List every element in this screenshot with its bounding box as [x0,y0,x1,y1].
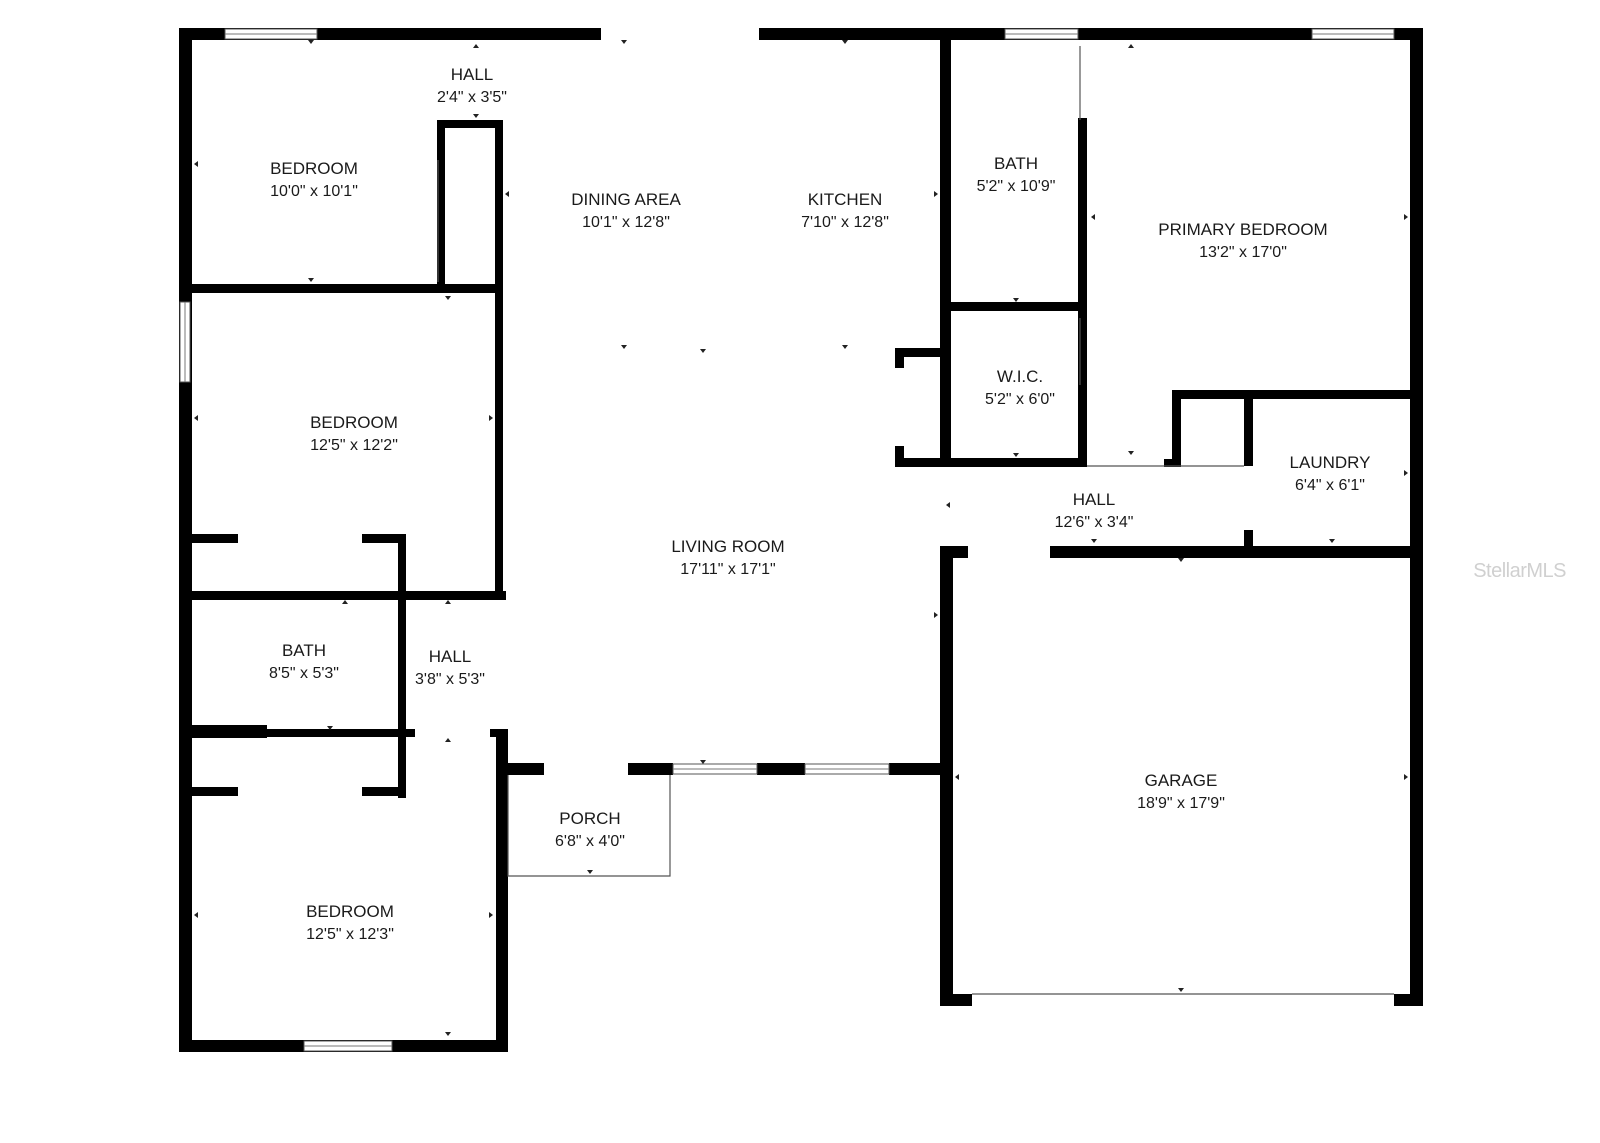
room-name: PRIMARY BEDROOM [1158,220,1327,239]
room-hall-3: HALL 3'8" x 5'3" [415,647,485,688]
wall-pantry-top [895,348,945,357]
room-dims: 3'8" x 5'3" [415,671,485,688]
wall-bath-bottom [265,729,415,737]
room-name: BEDROOM [270,159,358,178]
wall-bath-top [179,591,506,600]
room-name: PORCH [559,809,620,828]
room-porch: PORCH 6'8" x 4'0" [555,809,625,850]
porch-outline [507,775,671,877]
windows [179,28,1395,1052]
walls [179,28,1423,1052]
room-dims: 5'2" x 10'9" [977,178,1056,195]
watermark: StellarMLS [1473,560,1566,582]
wall-bath-right [1078,118,1087,467]
room-name: GARAGE [1145,771,1218,790]
room-wic: W.I.C. 5'2" x 6'0" [985,367,1055,408]
room-dims: 12'5" x 12'3" [306,926,394,943]
room-primary-bedroom: PRIMARY BEDROOM 13'2" x 17'0" [1158,220,1327,261]
room-labels: BEDROOM 10'0" x 10'1" HALL 2'4" x 3'5" D… [269,65,1370,943]
room-kitchen: KITCHEN 7'10" x 12'8" [801,190,889,231]
room-name: BATH [282,641,326,660]
dimension-ticks [194,40,1408,1036]
room-dims: 10'1" x 12'8" [582,214,670,231]
wall-garage-bottom-right [1394,994,1423,1006]
room-name: HALL [429,647,472,666]
room-name: KITCHEN [808,190,883,209]
wall-bath-wic [945,302,1085,311]
room-name: HALL [451,65,494,84]
room-bath-2: BATH 8'5" x 5'3" [269,641,339,682]
room-hall-2: HALL 12'6" x 3'4" [1055,490,1134,531]
room-dims: 12'6" x 3'4" [1055,514,1134,531]
room-hall-1: HALL 2'4" x 3'5" [437,65,507,106]
room-dims: 5'2" x 6'0" [985,391,1055,408]
wall-closet2-top-b [362,534,406,543]
wall-pantry-wic-bottom [895,458,1087,467]
wall-hall3-bottom-right [490,729,508,737]
room-dims: 2'4" x 3'5" [437,89,507,106]
wall-front-c [757,763,805,775]
room-dims: 13'2" x 17'0" [1199,244,1287,261]
wall-pantry-left-top [895,348,904,368]
wall-top-right [759,28,1423,40]
wall-laundry-closet-left [1172,390,1181,466]
wall-front-b [628,763,673,775]
room-name: LAUNDRY [1290,453,1371,472]
room-dims: 10'0" x 10'1" [270,183,358,200]
wall-laundry-left-bottom [1244,530,1253,548]
wall-front-a [496,763,544,775]
wall-garage-top-b [1050,546,1423,558]
room-bedroom-3: BEDROOM 12'5" x 12'3" [306,902,394,943]
wall-laundry-stub [1164,459,1181,467]
wall-front-d [889,763,941,775]
room-name: LIVING ROOM [671,537,784,556]
wall-laundry-top [1172,390,1423,399]
room-name: HALL [1073,490,1116,509]
wall-right-exterior [1410,28,1423,1006]
room-dims: 6'8" x 4'0" [555,833,625,850]
wall-laundry-left-top [1244,390,1253,466]
thin-lines [437,46,1394,995]
wall-pantry-left-bottom [895,446,904,466]
room-dims: 6'4" x 6'1" [1295,477,1365,494]
room-dining-area: DINING AREA 10'1" x 12'8" [571,190,681,231]
wall-closet2-top-a [190,534,238,543]
room-dims: 7'10" x 12'8" [801,214,889,231]
room-laundry: LAUNDRY 6'4" x 6'1" [1290,453,1371,494]
wall-garage-left [940,546,953,1006]
wall-left-wing-right-lower [496,733,508,1052]
room-name: BEDROOM [310,413,398,432]
room-name: BEDROOM [306,902,394,921]
wall-bedroom1-bottom [179,284,503,293]
wall-garage-bottom-left [940,994,972,1006]
room-name: BATH [994,154,1038,173]
wall-closet2-right [398,534,406,798]
wall-kitchen-right [940,34,951,466]
wall-bath-bottom-thick [179,725,267,738]
room-living-room: LIVING ROOM 17'11" x 17'1" [671,537,784,578]
room-garage: GARAGE 18'9" x 17'9" [1137,771,1225,812]
room-bedroom-1: BEDROOM 10'0" x 10'1" [270,159,358,200]
room-dims: 17'11" x 17'1" [680,561,775,578]
room-dims: 18'9" x 17'9" [1137,795,1225,812]
room-bath-primary: BATH 5'2" x 10'9" [977,154,1056,195]
wall-closet-top [437,120,503,128]
wall-closet3-bottom-b [362,787,406,796]
wall-left-wing-right-upper [495,124,503,600]
room-name: DINING AREA [571,190,681,209]
wall-closet3-bottom-a [190,787,238,796]
room-dims: 12'5" x 12'2" [310,437,398,454]
room-name: W.I.C. [997,367,1043,386]
room-dims: 8'5" x 5'3" [269,665,339,682]
room-bedroom-2: BEDROOM 12'5" x 12'2" [310,413,398,454]
wall-closet-hall [437,120,445,289]
